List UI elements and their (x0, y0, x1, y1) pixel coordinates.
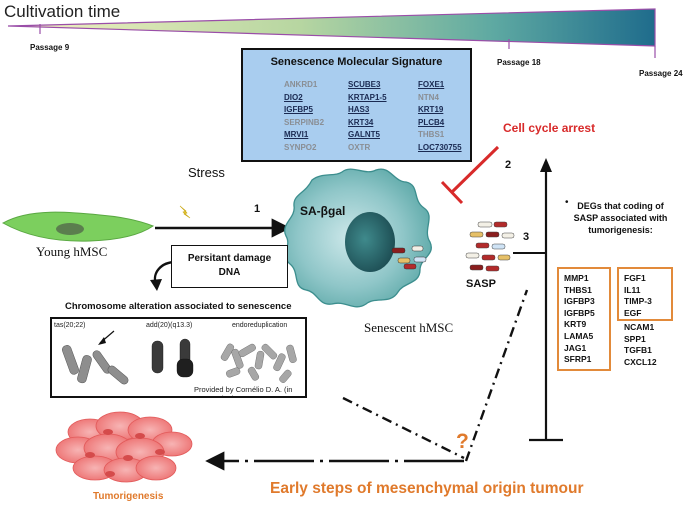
arrest-inhibitor-line (450, 145, 500, 194)
signature-gene: GALNT5 (348, 130, 380, 139)
degs-description: DEGs that coding of SASP associated with… (563, 200, 678, 236)
granule (397, 257, 411, 264)
senescent-cell-nucleus (345, 212, 395, 272)
deg-gene: THBS1 (564, 284, 592, 295)
signature-gene: KRT19 (418, 105, 444, 114)
deg-gene: NCAM1 (624, 322, 655, 332)
signature-gene: SCUBE3 (348, 80, 381, 89)
young-cell-nucleus (56, 223, 84, 235)
granule (411, 245, 424, 252)
vertical-bracket-arrowhead (540, 158, 552, 172)
deg-gene: LAMA5 (564, 330, 594, 341)
signature-gene: DIO2 (284, 92, 303, 102)
stress-bolt-icon (179, 205, 191, 219)
deg-gene: FGF1 (624, 273, 646, 283)
dashdot-line-lower (342, 396, 465, 460)
degs-line-2: SASP associated with (573, 213, 668, 223)
deg-gene: IL11 (624, 284, 641, 295)
damage-line-2: DNA (218, 267, 241, 278)
signature-gene: MRVI1 (284, 130, 309, 139)
granule (403, 263, 417, 270)
passage-24-label: Passage 24 (639, 69, 683, 78)
degs-line-3: tumorigenesis: (588, 225, 653, 235)
persistent-damage-box: Persitant damage DNA (171, 245, 288, 288)
chromosome-credit: Provided by Cornélio D. A. (in preparati… (194, 385, 293, 396)
question-mark: ? (456, 430, 469, 453)
deg-gene: SFRP1 (564, 354, 592, 365)
chromosome-section-title: Chromosome alteration associated to sene… (65, 301, 292, 312)
deg-gene: IGFBP3 (564, 296, 595, 307)
step-2-number: 2 (505, 159, 512, 171)
tumour-cluster (55, 411, 193, 483)
damage-line-1: Persitant damage (187, 253, 272, 264)
signature-gene: HAS3 (348, 105, 370, 114)
signature-gene: PLCB4 (418, 117, 445, 127)
step-3-number: 3 (523, 231, 530, 243)
deg-gene: KRT9 (564, 319, 587, 330)
deg-gene: EGF (624, 307, 642, 318)
chromosome-label-2: add(20)(q13.3) (146, 322, 193, 329)
tumorigenesis-label: Tumorigenesis (93, 491, 164, 502)
chromosome-label-1: tas(20;22) (54, 322, 86, 329)
timeline-wedge (7, 8, 656, 47)
granule (391, 247, 406, 254)
arrest-inhibitor-bar (440, 180, 464, 205)
signature-gene: FOXE1 (418, 80, 445, 89)
deg-gene: MMP1 (564, 273, 589, 283)
signature-gene: SYNPO2 (284, 142, 317, 152)
deg-gene: TIMP-3 (624, 296, 652, 307)
damage-curved-arrowhead (150, 279, 162, 291)
degs-line-1: DEGs that coding of (577, 201, 664, 211)
signature-gene: KRT34 (348, 117, 374, 127)
deg-gene: TGFB1 (624, 345, 652, 356)
dashdot-line-upper (464, 289, 529, 462)
sa-bgal-label: SA-βgal (300, 204, 346, 218)
step-1-number: 1 (254, 203, 261, 215)
deg-gene: CXCL12 (624, 356, 657, 367)
signature-title: Senescence Molecular Signature (270, 56, 443, 68)
signature-gene: IGFBP5 (284, 105, 313, 114)
passage-18-label: Passage 18 (497, 58, 541, 67)
senescent-hmsc-label: Senescent hMSC (364, 320, 454, 335)
sasp-granule-cluster (465, 221, 515, 272)
signature-gene: ANKRD1 (284, 80, 318, 89)
young-hmsc-label: Young hMSC (36, 244, 108, 259)
signature-gene: KRTAP1-5 (348, 92, 387, 102)
signature-gene: NTN4 (418, 92, 439, 102)
deg-gene: SPP1 (624, 333, 646, 344)
signature-gene: THBS1 (418, 130, 445, 139)
granule (413, 256, 427, 263)
sasp-label: SASP (466, 278, 496, 290)
deg-gene: IGFBP5 (564, 307, 595, 318)
chromosome-image-box: tas(20;22) add(20)(q13.3) endoreduplicat… (50, 317, 307, 398)
deg-gene: JAG1 (564, 342, 587, 353)
cell-cycle-arrest-label: Cell cycle arrest (503, 121, 596, 135)
chromosome-photos (61, 330, 297, 385)
passage-9-label: Passage 9 (30, 43, 70, 52)
cultivation-time-title: Cultivation time (4, 2, 121, 21)
signature-gene: SERPINB2 (284, 117, 325, 127)
stress-label: Stress (188, 165, 225, 180)
signature-gene: LOC730755 (418, 142, 462, 152)
signature-gene: OXTR (348, 142, 371, 152)
chromosome-label-3: endoreduplication (232, 322, 288, 329)
degs-bullet: • (565, 197, 569, 208)
early-steps-label: Early steps of mesenchymal origin tumour (270, 480, 584, 497)
